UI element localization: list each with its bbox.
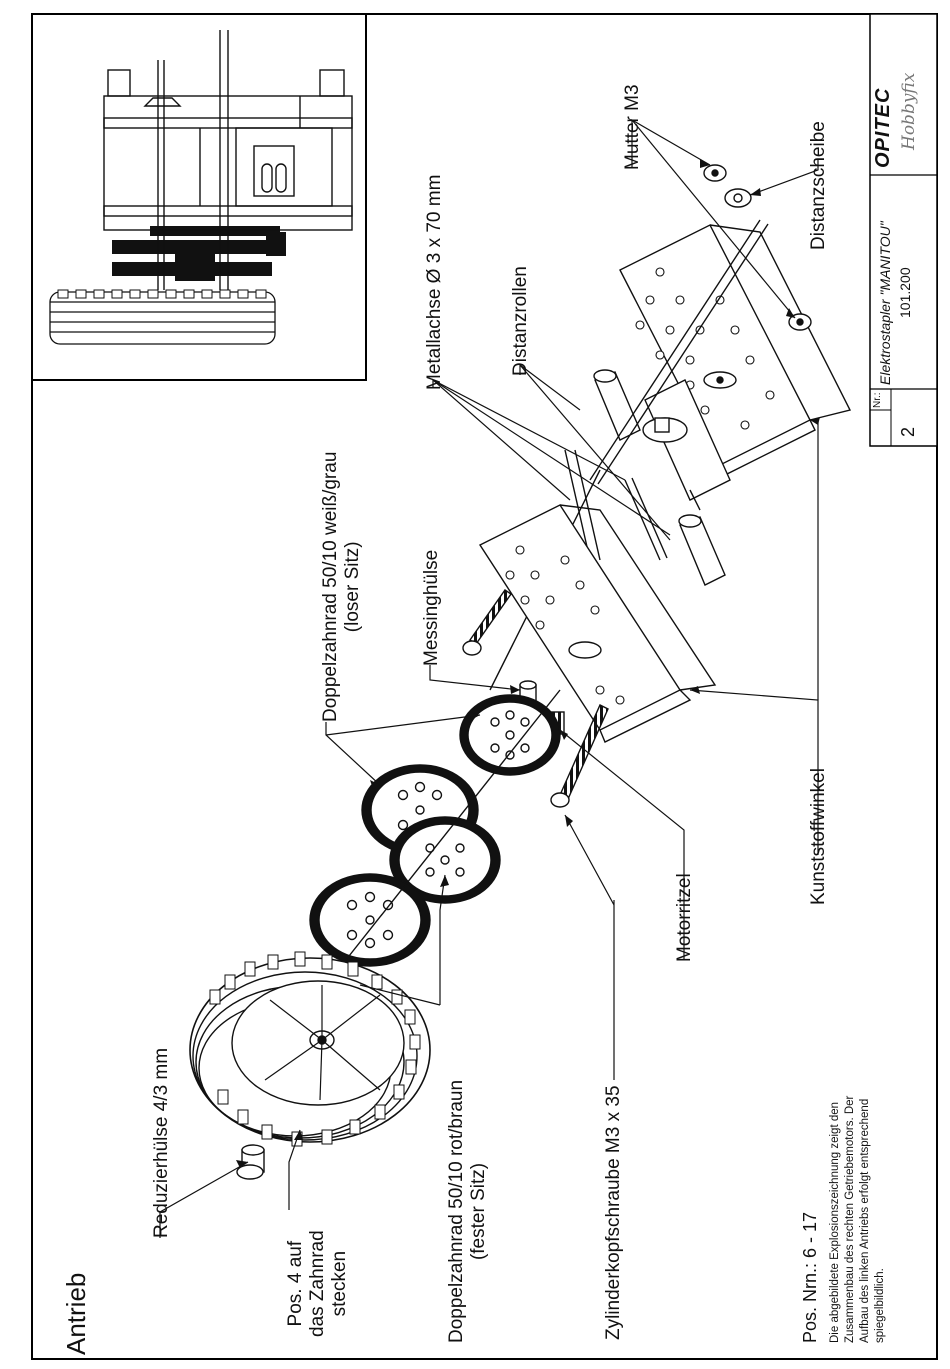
titleblock-nr-value: 2 [898, 426, 918, 437]
bracket-left [478, 504, 717, 743]
label-doppelzahnrad-weiss-line1: Doppelzahnrad 50/10 weiß/grau [320, 451, 341, 722]
label-distanzrollen: Distanzrollen [510, 266, 531, 376]
label-doppelzahnrad-rot: Doppelzahnrad 50/10 rot/braun (fester Si… [446, 1080, 490, 1343]
gear-motor [642, 379, 731, 511]
label-metallachse: Metallachse Ø 3 x 70 mm [424, 174, 445, 390]
label-distanzscheibe: Distanzscheibe [808, 121, 829, 250]
label-messinghuelse: Messinghülse [421, 549, 442, 666]
label-doppelzahnrad-weiss-line2: (loser Sitz) [341, 541, 363, 633]
nuts-washer [703, 164, 812, 331]
wheel [189, 951, 431, 1147]
label-kunststoffwinkel: Kunststoffwinkel [808, 768, 829, 905]
label-pos4-line1: Pos. 4 auf [285, 1240, 306, 1327]
label-pos4: Pos. 4 auf das Zahnrad stecken [285, 1230, 351, 1337]
assembly-note-line1: Die abgebildete Explosionszeichnung zeig… [829, 1101, 841, 1343]
spacer-rolls [564, 369, 726, 586]
exploded-assembly [189, 164, 852, 1180]
label-zylinderkopfschraube: Zylinderkopfschraube M3 x 35 [603, 1085, 624, 1340]
double-gears [309, 689, 561, 981]
leader-arrowheads [236, 159, 820, 1168]
opitec-logo: OPITEC [872, 87, 894, 168]
label-motorritzel: Motorritzel [674, 873, 695, 962]
cylinder-screws [462, 589, 609, 808]
leader-lines [159, 118, 819, 1238]
position-numbers: Pos. Nrn.: 6 - 17 [800, 1211, 820, 1343]
label-reduzierhuelse: Reduzierhülse 4/3 mm [151, 1047, 172, 1238]
assembly-note-line4: spiegelbildlich. [873, 1268, 886, 1343]
titleblock-name: Elektrostapler "MANITOU" [877, 221, 893, 385]
label-pos4-line3: stecken [328, 1250, 350, 1317]
label-doppelzahnrad-rot-line2: (fester Sitz) [467, 1162, 489, 1261]
titleblock-number: 101.200 [897, 267, 913, 318]
assembly-note: Die abgebildete Explosionszeichnung zeig… [828, 1096, 888, 1343]
label-pos4-line2: das Zahnrad [306, 1230, 328, 1337]
assembly-note-line3: Aufbau des linken Antriebs erfolgt entsp… [858, 1098, 871, 1343]
label-mutter: Mutter M3 [622, 84, 643, 170]
assembled-view-inset [31, 13, 367, 381]
reducer-sleeve [236, 1144, 265, 1180]
hobbyfix-logo: Hobbyfix [899, 72, 919, 150]
sheet-title: Antrieb [61, 1272, 91, 1355]
label-doppelzahnrad-rot-line1: Doppelzahnrad 50/10 rot/braun [446, 1079, 467, 1343]
assembly-note-line2: Zusammenbau des rechten Getriebemotors. … [843, 1095, 856, 1343]
label-doppelzahnrad-weiss: Doppelzahnrad 50/10 weiß/grau (loser Sit… [320, 452, 364, 722]
titleblock-nr-label: Nr.: [872, 392, 883, 408]
title-block [869, 13, 938, 447]
sheet-frame [31, 13, 938, 1360]
